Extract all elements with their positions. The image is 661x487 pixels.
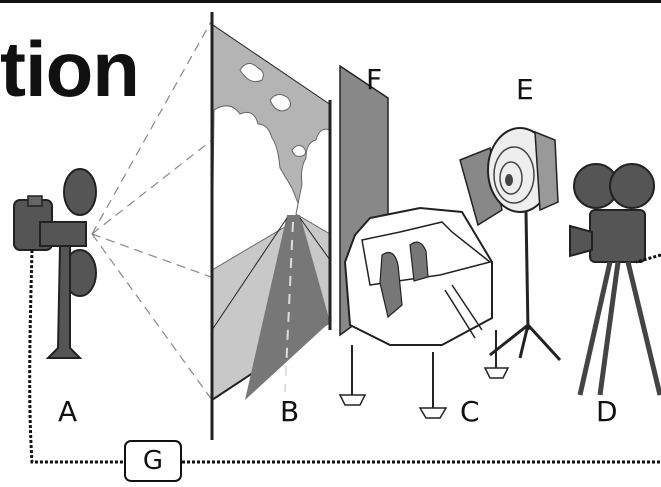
projection-screen-icon — [210, 12, 332, 440]
label-g: G — [142, 446, 164, 476]
label-e: E — [516, 73, 534, 106]
label-b: B — [280, 395, 300, 428]
label-a: A — [58, 395, 78, 428]
title-text: tion — [0, 25, 140, 113]
label-g-box: G — [124, 440, 182, 482]
label-c: C — [460, 395, 480, 428]
film-projector-icon — [13, 168, 97, 359]
connection-cable — [28, 249, 661, 464]
movie-camera-icon — [569, 163, 661, 396]
label-d: D — [596, 395, 618, 428]
car-mockup-icon — [338, 206, 510, 419]
studio-light-icon — [459, 127, 562, 362]
label-f: F — [366, 63, 383, 96]
